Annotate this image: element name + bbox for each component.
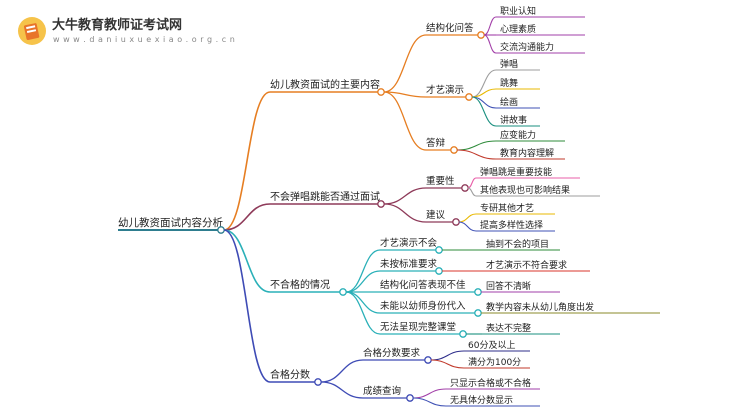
- leaf-node-label: 提高多样性选择: [480, 219, 543, 231]
- connector-line: [458, 221, 477, 232]
- subtopic-node-label: 未按标准要求: [380, 258, 438, 270]
- node-connector-dot: [465, 93, 473, 101]
- connector-line: [456, 140, 497, 151]
- subtopic-node-label: 结构化问答: [426, 22, 474, 34]
- leaf-node-label: 只显示合格或不合格: [450, 377, 531, 389]
- connector-line: [383, 91, 427, 98]
- leaf-node-label: 交流沟通能力: [500, 41, 554, 53]
- subtopic-node-label: 建议: [426, 209, 446, 221]
- leaf-node-label: 绘画: [500, 96, 518, 108]
- connector-line: [223, 203, 271, 231]
- leaf-node-label: 满分为100分: [468, 356, 521, 368]
- connector-line: [345, 291, 381, 335]
- node-connector-dot: [461, 184, 469, 192]
- node-connector-dot: [377, 200, 385, 208]
- connector-line: [483, 34, 497, 54]
- subtopic-node-label: 成绩查询: [363, 385, 401, 397]
- connector-line: [320, 381, 364, 399]
- leaf-node-label: 60分及以上: [468, 340, 515, 351]
- leaf-node-label: 讲故事: [500, 114, 527, 126]
- leaf-node-label: 抽到不会的项目: [486, 238, 549, 250]
- node-connector-dot: [459, 330, 467, 338]
- connector-line: [471, 96, 497, 127]
- connector-line: [456, 149, 497, 160]
- connector-line: [345, 291, 381, 314]
- connector-line: [383, 187, 427, 205]
- branch-node-label: 合格分数: [270, 368, 310, 381]
- leaf-node-label: 跳舞: [500, 77, 518, 89]
- leaf-node-label: 教学内容未从幼儿角度出发: [486, 301, 594, 313]
- node-connector-dot: [377, 88, 385, 96]
- leaf-node-label: 其他表现也可影响结果: [480, 184, 570, 196]
- node-connector-dot: [452, 218, 460, 226]
- node-connector-dot: [450, 146, 458, 154]
- node-connector-dot: [435, 246, 443, 254]
- connector-line: [383, 91, 427, 151]
- leaf-node-label: 专研其他才艺: [480, 202, 534, 214]
- branch-node-label: 幼儿教资面试的主要内容: [270, 78, 380, 91]
- connector-line: [345, 270, 381, 293]
- leaf-node-label: 应变能力: [500, 129, 536, 141]
- leaf-node-label: 弹唱: [500, 58, 518, 70]
- node-connector-dot: [435, 267, 443, 275]
- connector-line: [412, 397, 447, 407]
- branch-node-label: 不合格的情况: [270, 278, 330, 291]
- connector-line: [467, 177, 477, 189]
- subtopic-node-label: 合格分数要求: [363, 347, 421, 359]
- brand-title: 大牛教育教师证考试网: [52, 18, 183, 33]
- node-connector-dot: [474, 309, 482, 317]
- leaf-node-label: 教育内容理解: [500, 147, 554, 159]
- leaf-node-label: 回答不清晰: [486, 280, 531, 292]
- connector-line: [345, 249, 381, 293]
- connector-line: [223, 229, 271, 383]
- connector-line: [458, 213, 477, 223]
- root-node-label: 幼儿教资面试内容分析: [118, 216, 223, 229]
- leaf-node-label: 弹唱跳是重要技能: [480, 166, 552, 178]
- leaf-node-label: 心理素质: [500, 23, 536, 35]
- leaf-node-label: 无具体分数显示: [450, 394, 513, 406]
- connector-line: [383, 34, 427, 93]
- connector-line: [223, 229, 271, 293]
- branch-node-label: 不会弹唱跳能否通过面试: [270, 190, 380, 203]
- node-connector-dot: [217, 226, 225, 234]
- subtopic-node-label: 才艺演示: [426, 84, 464, 96]
- node-connector-dot: [424, 356, 432, 364]
- node-connector-dot: [314, 378, 322, 386]
- connector-line: [223, 91, 271, 231]
- subtopic-node-label: 未能以幼师身份代入: [380, 300, 466, 312]
- connector-line: [320, 359, 364, 383]
- subtopic-node-label: 结构化问答表现不佳: [380, 279, 466, 291]
- leaf-node-label: 职业认知: [500, 5, 536, 17]
- node-connector-dot: [477, 31, 485, 39]
- connector-line: [383, 203, 427, 223]
- book-logo-icon: [18, 17, 46, 45]
- connector-line: [430, 350, 465, 361]
- subtopic-node-label: 才艺演示不会: [380, 237, 438, 249]
- connector-line: [483, 16, 497, 36]
- node-connector-dot: [474, 288, 482, 296]
- node-connector-dot: [339, 288, 347, 296]
- leaf-node-label: 表达不完整: [486, 322, 531, 334]
- connector-line: [467, 187, 477, 197]
- leaf-node-label: 才艺演示不符合要求: [486, 259, 567, 271]
- subtopic-node-label: 答辩: [426, 137, 446, 149]
- connector-line: [471, 69, 497, 98]
- subtopic-node-label: 无法呈现完整课堂: [380, 321, 456, 333]
- connector-line: [430, 359, 465, 369]
- connector-line: [412, 388, 447, 399]
- node-connector-dot: [406, 394, 414, 402]
- subtopic-node-label: 重要性: [426, 175, 455, 187]
- brand-url: w w w . d a n i u x u e x i a o . o r g …: [53, 35, 236, 44]
